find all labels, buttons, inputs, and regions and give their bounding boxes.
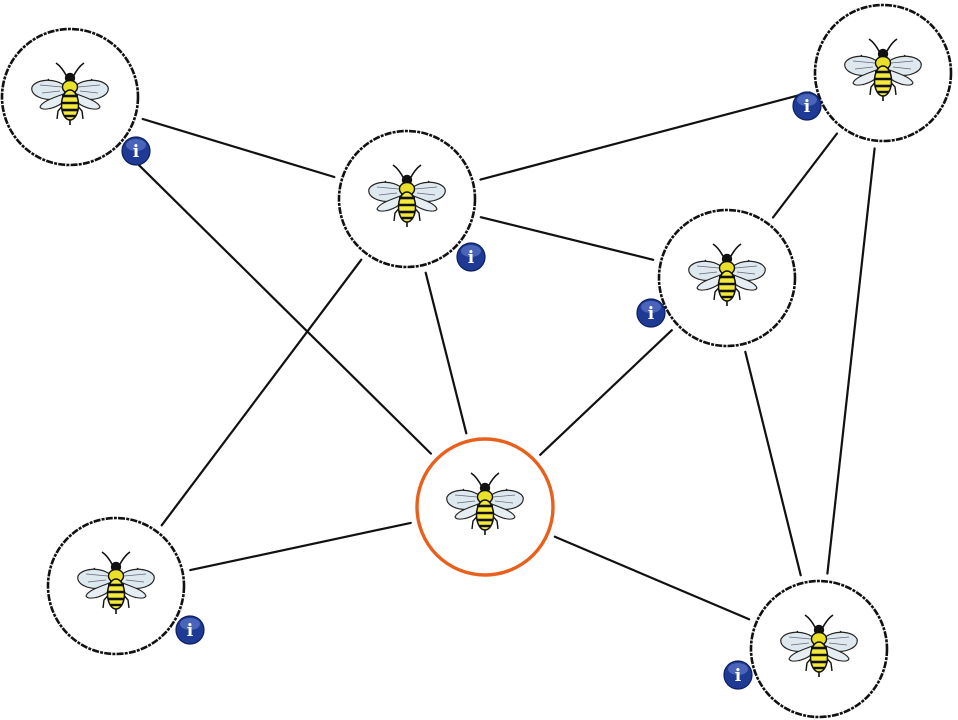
info-icon[interactable]: i bbox=[792, 91, 822, 121]
node-n1[interactable] bbox=[0, 27, 140, 167]
node-n7[interactable] bbox=[749, 579, 889, 719]
info-icon[interactable]: i bbox=[723, 660, 753, 690]
edge-n2-n3 bbox=[479, 91, 811, 181]
node-n2[interactable] bbox=[337, 129, 477, 269]
edge-n5-n7 bbox=[553, 535, 751, 621]
edge-n1-n2 bbox=[141, 117, 336, 179]
info-glyph: i bbox=[804, 97, 811, 117]
edge-n2-n5 bbox=[424, 271, 468, 435]
edge-n2-n6 bbox=[160, 258, 363, 527]
info-glyph: i bbox=[187, 621, 194, 641]
info-glyph: i bbox=[133, 142, 140, 162]
info-icon[interactable]: i bbox=[636, 298, 666, 328]
edge-n3-n7 bbox=[826, 147, 876, 575]
node-n5-selected[interactable] bbox=[415, 437, 555, 577]
edges-layer bbox=[122, 91, 876, 621]
info-icon[interactable]: i bbox=[121, 136, 151, 166]
info-layer: i i i i i i bbox=[121, 91, 822, 690]
edge-n3-n4 bbox=[771, 132, 839, 219]
edge-n5-n6 bbox=[189, 521, 412, 572]
info-glyph: i bbox=[735, 666, 742, 686]
node-n3[interactable] bbox=[813, 3, 953, 143]
edge-n1-n5 bbox=[122, 149, 432, 455]
edge-n4-n5 bbox=[539, 329, 673, 456]
nodes-layer bbox=[0, 3, 953, 719]
edge-n4-n7 bbox=[744, 350, 802, 577]
info-glyph: i bbox=[648, 304, 655, 324]
info-glyph: i bbox=[468, 248, 475, 268]
node-n4[interactable] bbox=[657, 208, 797, 348]
info-icon[interactable]: i bbox=[456, 242, 486, 272]
edge-n2-n4 bbox=[479, 216, 655, 261]
info-icon[interactable]: i bbox=[175, 615, 205, 645]
node-n6[interactable] bbox=[46, 516, 186, 656]
